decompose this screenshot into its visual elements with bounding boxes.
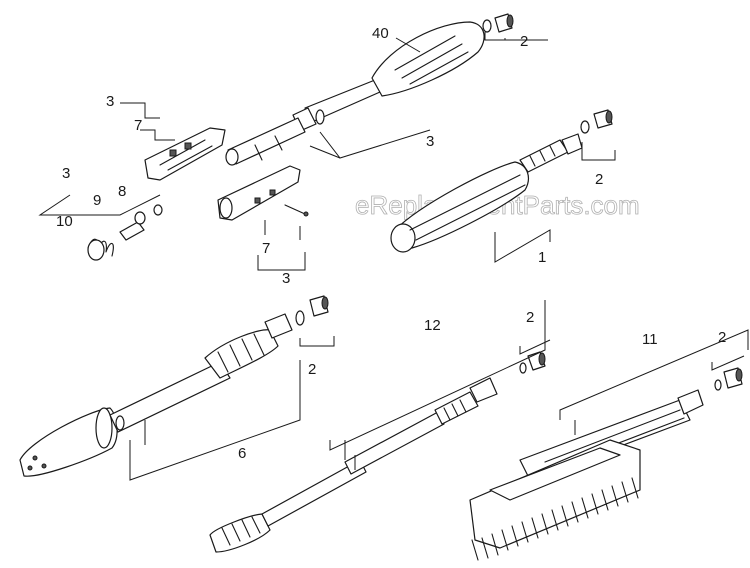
nozzle-insert-9	[119, 211, 146, 241]
callout-3-left-mid: 3	[62, 165, 70, 182]
callout-2-right-lower: 2	[718, 329, 726, 346]
wash-brush-11	[469, 389, 704, 561]
callout-9: 9	[93, 192, 101, 209]
callout-3-left-top: 3	[106, 93, 114, 110]
callout-2-mid-lower: 2	[526, 309, 534, 326]
connector-top	[482, 13, 514, 33]
hinge-clip-upper	[144, 127, 226, 181]
callout-10: 10	[56, 213, 73, 230]
callout-8: 8	[118, 183, 126, 200]
o-ring-8	[153, 204, 163, 216]
callout-labels: 40 2 3 3 7 3 9 8 10 7 3 2 1 2 6 12 2 11 …	[56, 25, 726, 462]
connector-1	[580, 109, 613, 134]
connector-6	[295, 295, 329, 326]
leader-lines	[38, 32, 749, 481]
callout-7-left-top: 7	[134, 117, 142, 134]
spray-lance-1	[390, 133, 583, 253]
callout-3-upper-right: 3	[426, 133, 434, 150]
wand-handle-40	[292, 21, 485, 132]
tube-section-upper	[225, 117, 306, 166]
callout-2-left-lower: 2	[308, 361, 316, 378]
spring-10	[87, 238, 114, 261]
connector-11	[714, 367, 743, 391]
callout-12: 12	[424, 317, 441, 334]
connector-12	[519, 351, 546, 374]
hinge-clip-mid	[217, 165, 309, 221]
callout-2-top: 2	[520, 33, 528, 50]
rotary-nozzle-lance-6	[19, 313, 293, 477]
extension-lance-12	[209, 377, 498, 553]
callout-3-mid: 3	[282, 270, 290, 287]
callout-7-mid: 7	[262, 240, 270, 257]
callout-2-right: 2	[595, 171, 603, 188]
callout-6: 6	[238, 445, 246, 462]
callout-1: 1	[538, 249, 546, 266]
callout-11: 11	[642, 331, 658, 348]
callout-40: 40	[372, 25, 389, 42]
